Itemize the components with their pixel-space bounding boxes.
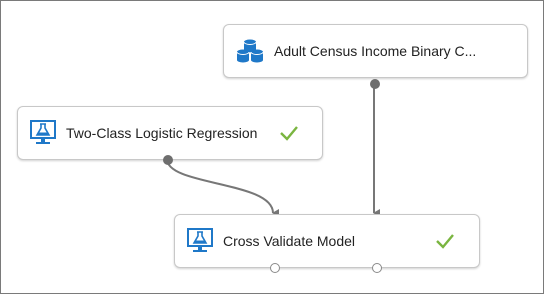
dataset-icon — [236, 37, 264, 65]
output-port-1[interactable] — [270, 263, 280, 273]
module-label: Two-Class Logistic Regression — [66, 125, 258, 141]
module-adult-census-dataset[interactable]: Adult Census Income Binary C... — [223, 24, 528, 89]
connector-regression-to-crossvalidate — [166, 158, 280, 217]
module-two-class-logistic-regression[interactable]: Two-Class Logistic Regression — [17, 106, 323, 165]
checkmark-icon — [280, 125, 298, 141]
checkmark-icon — [436, 233, 454, 249]
module-flask-icon — [30, 120, 56, 146]
module-label: Cross Validate Model — [223, 233, 356, 249]
module-label: Adult Census Income Binary C... — [274, 43, 477, 59]
output-port[interactable] — [370, 79, 380, 89]
module-cross-validate-model[interactable]: Cross Validate Model — [174, 214, 480, 273]
output-port-2[interactable] — [372, 263, 382, 273]
module-flask-icon — [187, 228, 213, 254]
output-port[interactable] — [163, 155, 173, 165]
